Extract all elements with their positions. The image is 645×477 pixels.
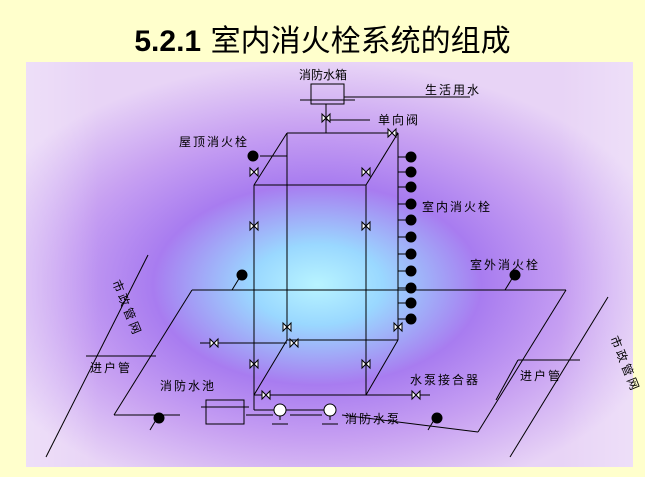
indoor-hydrant-icon [405,282,417,294]
valve-icon [249,220,259,232]
indoor-hydrant-icon [405,214,417,226]
label-municipal-right: 市政管网 [607,334,643,395]
title-number: 5.2.1 [134,25,202,58]
indoor-hydrant-icon [405,313,417,325]
valve-icon [209,337,219,349]
outdoor-hydrant-icon [509,269,521,281]
label-inlet-left: 进户管 [90,360,132,375]
valve-icon [387,127,397,139]
fire-pump-icon [273,403,287,417]
label-municipal-left: 市政管网 [109,278,145,339]
valve-icon [393,321,403,333]
valve-icon [249,358,259,370]
label-domestic-water: 生活用水 [425,83,481,97]
outdoor-hydrant-icon [153,412,165,424]
valve-icon [261,389,271,401]
valve-icon [249,166,259,178]
indoor-hydrant-icon [405,198,417,210]
diagram-panel [26,62,633,467]
valve-icon [361,166,371,178]
indoor-hydrant-icon [405,151,417,163]
label-outdoor-hydrant: 室外消火栓 [470,257,540,272]
valve-icon [411,389,421,401]
outdoor-hydrant-icon [431,412,443,424]
indoor-hydrant-icon [405,248,417,260]
label-fire-pump: 消防水泵 [345,411,401,426]
indoor-hydrant-icon [405,297,417,309]
label-pump-connector: 水泵接合器 [410,372,480,387]
label-roof-hydrant: 屋顶消火栓 [179,134,249,149]
label-water-tank: 消防水箱 [299,67,347,82]
fire-pump-icon [323,403,337,417]
valve-icon [361,358,371,370]
valve-icon [289,337,299,349]
municipal-main-right [509,296,609,458]
roof-hydrant-icon [247,150,259,162]
fire-pool-tank [205,399,245,425]
label-check-valve: 单向阀 [378,112,420,127]
valve-icon [361,220,371,232]
label-indoor-hydrant: 室内消火栓 [422,199,492,214]
indoor-hydrant-icon [405,231,417,243]
valve-icon [282,321,292,333]
indoor-hydrant-icon [405,181,417,193]
title-text: 室内消火栓系统的组成 [210,24,511,59]
indoor-hydrant-icon [405,265,417,277]
label-inlet-right: 进户管 [520,368,562,383]
label-fire-pool: 消防水池 [160,378,216,393]
page-title: 5.2.1 室内消火栓系统的组成 [0,16,645,60]
indoor-hydrant-icon [405,166,417,178]
water-tank [310,83,345,105]
check-valve-icon [321,112,331,124]
outdoor-hydrant-icon [236,269,248,281]
